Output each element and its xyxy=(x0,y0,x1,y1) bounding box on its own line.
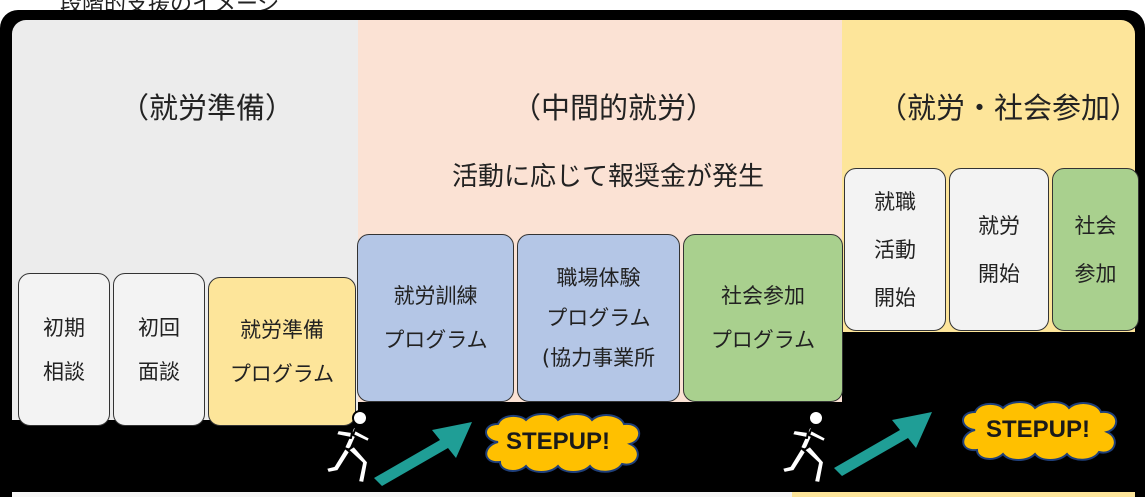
box-social-program: 社会参加 プログラム xyxy=(683,234,843,402)
runner-icon xyxy=(781,410,827,484)
box-initial-consultation: 初期 相談 xyxy=(18,273,110,426)
box-first-interview: 初回 面談 xyxy=(113,273,205,426)
box-workplace-program: 職場体験 プログラム (協力事業所 xyxy=(517,234,680,402)
stepup-label-2: STEPUP! xyxy=(986,416,1091,443)
box-work-start: 就労 開始 xyxy=(949,168,1049,331)
box-social-participation: 社会 参加 xyxy=(1052,168,1139,331)
stepup-label-1: STEPUP! xyxy=(506,428,611,455)
box-training-program: 就労訓練 プログラム xyxy=(357,234,514,402)
arrow-up-right-icon xyxy=(374,422,472,486)
runner-icon xyxy=(325,410,371,484)
arrow-up-right-icon xyxy=(834,412,932,476)
zone-subheading-reward: 活動に応じて報奨金が発生 xyxy=(452,162,765,192)
box-prep-program: 就労準備 プログラム xyxy=(208,277,356,426)
stepup-cloud-1 xyxy=(485,413,640,473)
zone-heading-work-social: （就労・社会参加） xyxy=(878,91,1140,125)
bottom-strip-work xyxy=(792,492,1135,497)
zone-heading-intermediate: （中間的就労） xyxy=(512,91,716,125)
box-job-hunting: 就職 活動 開始 xyxy=(844,168,946,331)
stepup-cloud-2 xyxy=(962,401,1117,461)
bottom-strip xyxy=(12,492,792,497)
zone-heading-prep: （就労準備） xyxy=(120,91,295,125)
